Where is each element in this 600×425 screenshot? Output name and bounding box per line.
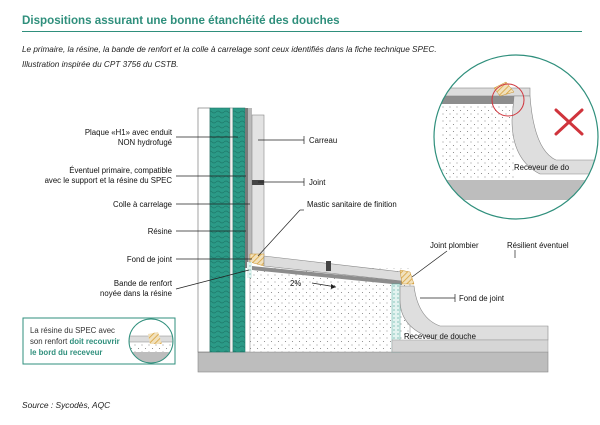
- label-resilient: Résilient éventuel: [507, 241, 569, 250]
- subtitle-line-1: Le primaire, la résine, la bande de renf…: [22, 45, 437, 54]
- label-bande-1: Bande de renfort: [114, 279, 173, 288]
- source-caption: Source : Sycodès, AQC: [22, 400, 111, 410]
- label-primaire-1: Éventuel primaire, compatible: [69, 166, 172, 175]
- label-plaque-1: Plaque «H1» avec enduit: [85, 128, 173, 137]
- fond-de-joint-left: [249, 253, 265, 267]
- label-fond-joint-left: Fond de joint: [127, 255, 173, 264]
- zoom-wrong-detail: Receveur de do: [433, 54, 599, 220]
- main-section: 2%: [197, 107, 549, 373]
- slope-label: 2%: [290, 279, 301, 288]
- label-resine: Résine: [148, 227, 172, 236]
- label-plaque-2: NON hydrofugé: [118, 138, 172, 147]
- floor-tile-joint: [326, 261, 331, 271]
- right-labels: Carreau Joint Mastic sanitaire de finiti…: [307, 136, 569, 341]
- insulation-layer: [209, 107, 231, 353]
- inset-zoom-circle: [128, 318, 174, 364]
- label-joint-plombier: Joint plombier: [430, 241, 479, 250]
- label-receveur: Receveur de douche: [404, 332, 476, 341]
- colle-layer: [248, 108, 252, 266]
- inset-line-2: son renfort doit recouvrir: [30, 337, 120, 346]
- label-primaire-2: avec le support et la résine du SPEC: [45, 176, 173, 185]
- label-fond-joint-right: Fond de joint: [459, 294, 505, 303]
- resine-layer: [245, 108, 248, 268]
- floor-slab: [197, 351, 549, 373]
- slope-arrowhead: [331, 284, 336, 289]
- floor-colle: [252, 266, 402, 285]
- subtitle-line-2: Illustration inspirée du CPT 3756 du CST…: [22, 60, 179, 69]
- label-joint: Joint: [309, 178, 326, 187]
- bande-renfort: [247, 262, 252, 278]
- left-labels: Plaque «H1» avec enduit NON hydrofugé Év…: [45, 128, 173, 298]
- inset-note: La résine du SPEC avec son renfort doit …: [22, 317, 176, 365]
- wall-gap: [229, 107, 234, 353]
- label-colle: Colle à carrelage: [113, 200, 172, 209]
- inset-line-3: le bord du receveur: [30, 348, 102, 357]
- tray-support: [391, 339, 549, 353]
- cross-icon: [554, 108, 584, 136]
- label-carreau: Carreau: [309, 136, 337, 145]
- page-title: Dispositions assurant une bonne étanchéi…: [22, 14, 340, 27]
- title-divider: [22, 31, 582, 32]
- wall-stud: [197, 107, 211, 353]
- tile-joint: [252, 180, 264, 185]
- label-bande-2: noyée dans la résine: [100, 289, 172, 298]
- plaque-h1: [232, 107, 246, 353]
- mastic-right: [399, 269, 415, 285]
- zoom-receveur-label: Receveur de do: [514, 163, 570, 172]
- inset-line-1: La résine du SPEC avec: [30, 326, 115, 335]
- label-mastic: Mastic sanitaire de finition: [307, 200, 397, 209]
- leader-lines: [175, 136, 516, 302]
